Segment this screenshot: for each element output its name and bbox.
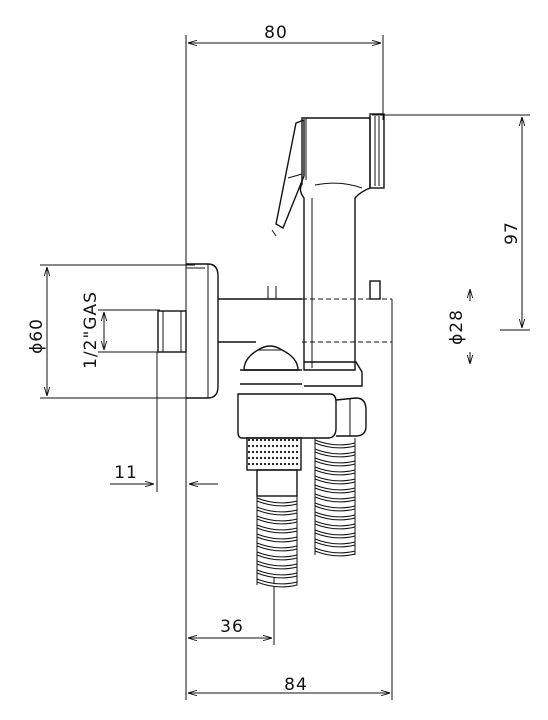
dimension-bottom-84: 84 <box>188 300 393 700</box>
hose-right <box>314 438 356 557</box>
dimension-top-80: 80 <box>185 23 384 700</box>
dim-label-97: 97 <box>502 221 522 245</box>
holder-bracket <box>237 393 367 439</box>
shower-handle-body <box>271 113 385 387</box>
dimension-hose-36: 36 <box>188 575 275 645</box>
dim-label-thread: 1/2"GAS <box>81 291 101 369</box>
dimension-thread-gas: 1/2"GAS <box>81 291 160 369</box>
dim-label-diameter-60: ϕ60 <box>27 318 47 354</box>
dimension-right-97: 97 <box>372 114 530 331</box>
thread-connector <box>157 310 187 353</box>
valve-pipe <box>218 286 393 343</box>
dimension-head-28: ϕ28 <box>447 289 470 364</box>
dim-label-80: 80 <box>264 23 288 43</box>
dim-label-11: 11 <box>114 463 138 483</box>
dimension-wall-11: 11 <box>110 352 218 492</box>
knurled-nut <box>246 437 302 471</box>
dimension-flange-60: ϕ60 <box>27 264 195 399</box>
dim-label-84: 84 <box>284 675 308 695</box>
wall-flange <box>186 263 219 399</box>
dim-label-36: 36 <box>220 617 244 637</box>
dim-label-diameter-28: ϕ28 <box>447 309 467 345</box>
valve-knob <box>240 345 302 385</box>
hose-left <box>256 469 298 588</box>
